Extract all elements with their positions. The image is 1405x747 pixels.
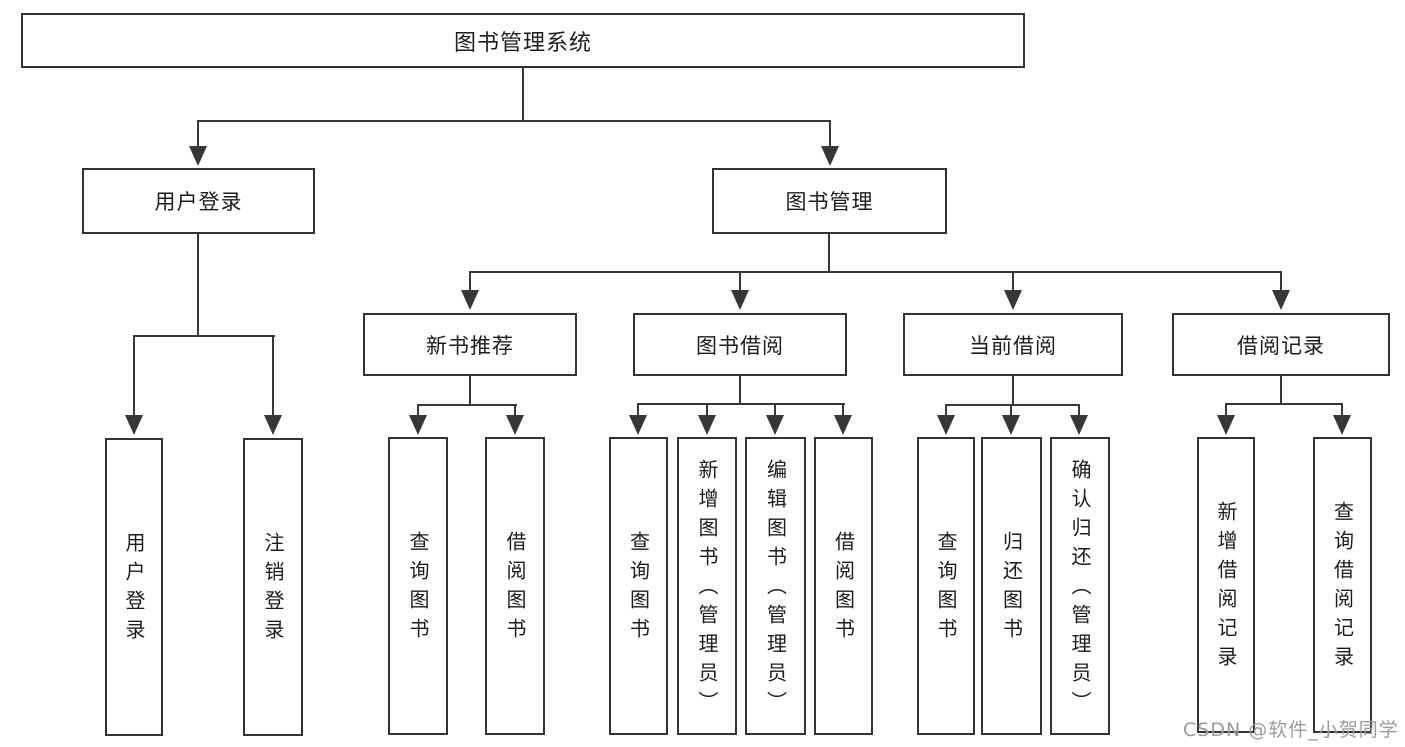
- arrow-down-icon: [1070, 415, 1088, 435]
- connector-line: [1225, 404, 1227, 417]
- node-user-login: 用户登录: [82, 168, 315, 234]
- connector-line: [469, 376, 471, 405]
- connector-line: [828, 234, 830, 272]
- arrow-down-icon: [506, 415, 524, 435]
- arrow-down-icon: [189, 146, 207, 166]
- node-borrow-add-books-admin: 新增图书（管理员）: [677, 437, 737, 735]
- arrow-down-icon: [629, 415, 647, 435]
- connector-line: [706, 404, 708, 417]
- node-current-return-books: 归还图书: [981, 437, 1042, 735]
- connector-line: [945, 405, 947, 418]
- arrow-down-icon: [766, 415, 784, 435]
- connector-line: [133, 335, 275, 337]
- connector-line: [469, 271, 1282, 273]
- arrow-down-icon: [698, 415, 716, 435]
- connector-line: [739, 376, 741, 404]
- node-recommend-borrow-books: 借阅图书: [485, 437, 545, 735]
- node-book-borrow: 图书借阅: [633, 313, 847, 376]
- connector-line: [1012, 272, 1014, 292]
- connector-line: [1010, 405, 1012, 418]
- node-current-borrow: 当前借阅: [903, 313, 1123, 376]
- arrow-down-icon: [731, 290, 749, 310]
- connector-line: [842, 404, 844, 417]
- connector-line: [197, 234, 199, 336]
- connector-line: [469, 272, 471, 292]
- arrow-down-icon: [409, 415, 427, 435]
- node-records-query-record: 查询借阅记录: [1313, 437, 1372, 733]
- connector-line: [1012, 376, 1014, 405]
- node-borrow-records: 借阅记录: [1172, 313, 1390, 376]
- arrow-down-icon: [1272, 290, 1290, 310]
- arrow-down-icon: [1004, 290, 1022, 310]
- csdn-watermark: CSDN @软件_小贺同学: [1183, 719, 1399, 741]
- connector-line: [197, 121, 199, 149]
- node-current-confirm-return-admin: 确认归还（管理员）: [1050, 437, 1110, 735]
- node-logout: 注销登录: [243, 438, 303, 736]
- arrow-down-icon: [1002, 415, 1020, 435]
- connector-line: [1280, 272, 1282, 292]
- connector-line: [637, 403, 845, 405]
- connector-line: [1078, 405, 1080, 418]
- connector-line: [417, 405, 419, 418]
- arrow-down-icon: [1333, 415, 1351, 435]
- connector-line: [829, 121, 831, 149]
- node-recommend-query-books: 查询图书: [388, 437, 448, 735]
- node-book-management: 图书管理: [712, 168, 947, 234]
- connector-line: [197, 120, 831, 122]
- connector-line: [522, 68, 524, 122]
- arrow-down-icon: [125, 415, 143, 435]
- connector-line: [739, 272, 741, 292]
- connector-line: [272, 336, 274, 418]
- node-root-library-management-system: 图书管理系统: [21, 13, 1025, 68]
- connector-line: [1341, 404, 1343, 417]
- node-borrow-borrow-books: 借阅图书: [814, 437, 873, 735]
- connector-line: [1225, 403, 1343, 405]
- connector-line: [1280, 376, 1282, 404]
- arrow-down-icon: [821, 146, 839, 166]
- node-records-add-record: 新增借阅记录: [1197, 437, 1255, 733]
- arrow-down-icon: [264, 415, 282, 435]
- arrow-down-icon: [834, 415, 852, 435]
- arrow-down-icon: [1217, 415, 1235, 435]
- arrow-down-icon: [461, 290, 479, 310]
- node-login: 用户登录: [105, 438, 163, 736]
- connector-line: [774, 404, 776, 417]
- node-borrow-edit-books-admin: 编辑图书（管理员）: [745, 437, 806, 735]
- connector-line: [133, 336, 135, 418]
- connector-line: [417, 404, 517, 406]
- node-new-book-recommend: 新书推荐: [363, 313, 577, 376]
- node-current-query-books: 查询图书: [917, 437, 975, 735]
- node-borrow-query-books: 查询图书: [609, 437, 668, 735]
- connector-line: [637, 404, 639, 417]
- connector-line: [945, 404, 1080, 406]
- arrow-down-icon: [937, 415, 955, 435]
- connector-line: [514, 405, 516, 418]
